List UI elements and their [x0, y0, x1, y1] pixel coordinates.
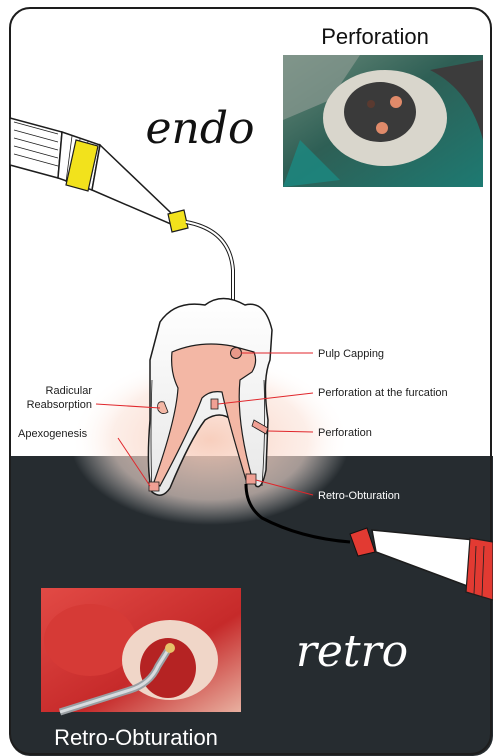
photo-retro-obturation-clinical — [41, 588, 241, 712]
label-perforation: Perforation — [318, 427, 372, 439]
furcation-perforation — [211, 399, 218, 409]
title-retro-obturation: Retro-Obturation — [54, 725, 218, 750]
label-radicular-line2: Reabsorption — [27, 399, 92, 411]
label-radicular-line1: Radicular — [46, 385, 93, 397]
label-apexogenesis: Apexogenesis — [18, 428, 88, 440]
instrument-red-band — [466, 538, 493, 600]
label-retro-obturation: Retro-Obturation — [318, 490, 400, 502]
apexogenesis-spot — [149, 482, 159, 491]
photo-perforation-clinical — [283, 55, 483, 187]
retro-obturation-spot — [246, 474, 256, 484]
label-perforation-furcation: Perforation at the furcation — [318, 387, 448, 399]
word-retro: retro — [296, 626, 408, 677]
instrument-yellow-ring — [168, 210, 188, 232]
word-endo: endo — [145, 103, 254, 154]
title-perforation: Perforation — [321, 24, 429, 49]
pulp-capping-spot — [231, 348, 242, 359]
label-pulp-capping: Pulp Capping — [318, 348, 384, 360]
